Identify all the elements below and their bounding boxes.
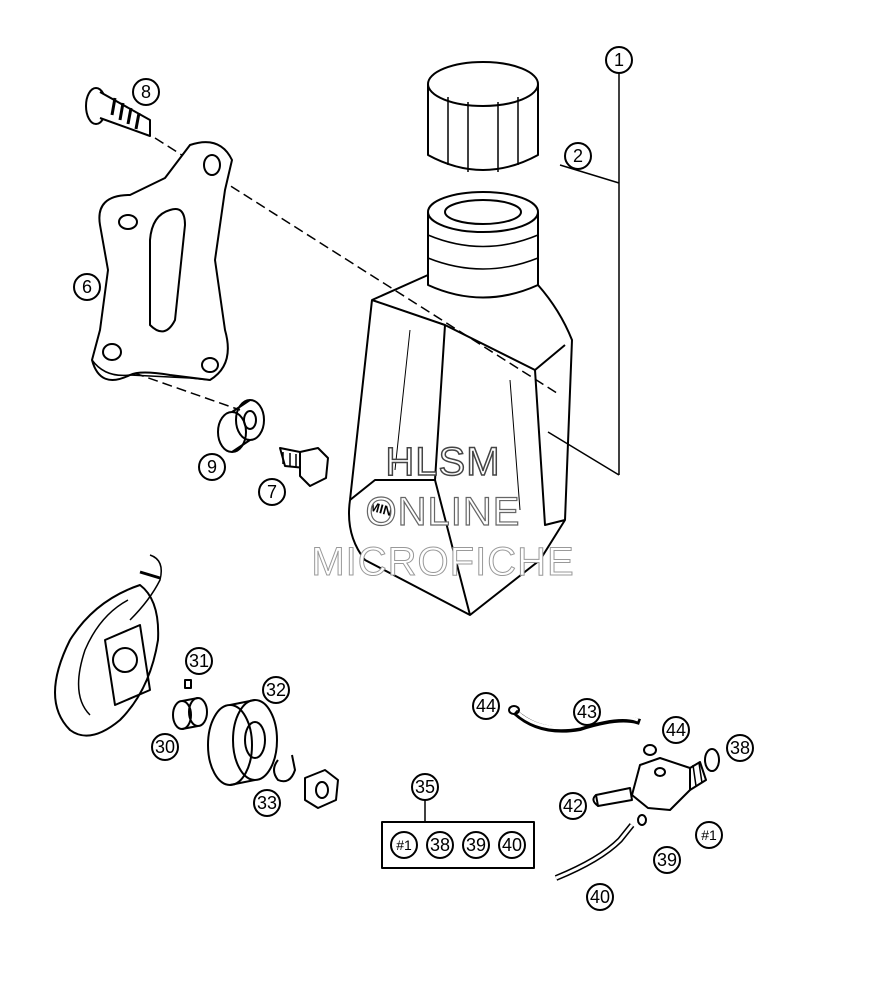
kit-box-35	[381, 821, 535, 869]
kit-item-1: #1	[390, 831, 418, 859]
stator-assembly	[54, 554, 162, 737]
callout-38: 38	[726, 734, 754, 762]
callout-44b: 44	[662, 716, 690, 744]
svg-text:39: 39	[657, 850, 677, 870]
callout-31: 31	[185, 647, 213, 675]
oil-pump	[631, 757, 707, 811]
hose-43-inner	[515, 710, 639, 730]
svg-text:1: 1	[614, 50, 624, 70]
svg-text:38: 38	[730, 738, 750, 758]
circlip-33	[273, 754, 296, 783]
callout-30: 30	[151, 733, 179, 761]
screw-7	[279, 447, 329, 487]
callout-43: 43	[573, 698, 601, 726]
hose-40-inner	[555, 824, 634, 880]
clip-39	[637, 814, 647, 826]
svg-text:8: 8	[141, 82, 151, 102]
svg-text:30: 30	[155, 737, 175, 757]
callout-40: 40	[586, 883, 614, 911]
tank-min-label: MIN	[367, 498, 394, 519]
watermark-line-1: HLSM	[385, 439, 501, 485]
clamp-44b	[643, 744, 657, 756]
svg-text:39: 39	[466, 835, 486, 855]
svg-text:#1: #1	[701, 827, 717, 843]
callout-7: 7	[258, 478, 286, 506]
callout-pump: #1	[695, 821, 723, 849]
callout-9: 9	[198, 453, 226, 481]
oil-tank	[348, 191, 573, 616]
callout-35: 35	[411, 773, 439, 801]
watermark-line-2: ONLINE	[365, 489, 521, 534]
callout-8: 8	[132, 78, 160, 106]
callout-32: 32	[262, 676, 290, 704]
svg-text:#1: #1	[396, 837, 412, 853]
bushing-30	[172, 679, 208, 730]
svg-text:40: 40	[590, 887, 610, 907]
callout-1: 1	[605, 46, 633, 74]
hose-40	[554, 823, 635, 881]
kit-item-39: 39	[462, 831, 490, 859]
svg-text:44: 44	[666, 720, 686, 740]
svg-text:40: 40	[502, 835, 522, 855]
clamp-44a	[508, 705, 520, 715]
callout-42: 42	[559, 792, 587, 820]
svg-text:31: 31	[189, 651, 209, 671]
bracket-6	[91, 141, 233, 381]
screw-42	[592, 787, 633, 807]
svg-text:43: 43	[577, 702, 597, 722]
bolt-8	[85, 87, 151, 137]
callout-33: 33	[253, 789, 281, 817]
callout-6: 6	[73, 273, 101, 301]
svg-text:7: 7	[267, 482, 277, 502]
svg-text:42: 42	[563, 796, 583, 816]
callout-39: 39	[653, 846, 681, 874]
svg-text:38: 38	[430, 835, 450, 855]
svg-text:2: 2	[573, 146, 583, 166]
callout-44a: 44	[472, 692, 500, 720]
svg-text:35: 35	[415, 777, 435, 797]
o-ring-38	[704, 748, 720, 772]
grommet-9	[217, 399, 265, 453]
tank-cap	[427, 61, 539, 172]
drive-gear-32	[207, 699, 278, 786]
svg-text:6: 6	[82, 277, 92, 297]
svg-text:9: 9	[207, 457, 217, 477]
nut	[304, 769, 339, 809]
kit-item-40: 40	[498, 831, 526, 859]
svg-text:44: 44	[476, 696, 496, 716]
svg-text:33: 33	[257, 793, 277, 813]
svg-text:32: 32	[266, 680, 286, 700]
leader-1	[547, 72, 620, 476]
callout-2: 2	[564, 142, 592, 170]
kit-item-38: 38	[426, 831, 454, 859]
watermark-line-3: MICROFICHE	[311, 540, 575, 585]
